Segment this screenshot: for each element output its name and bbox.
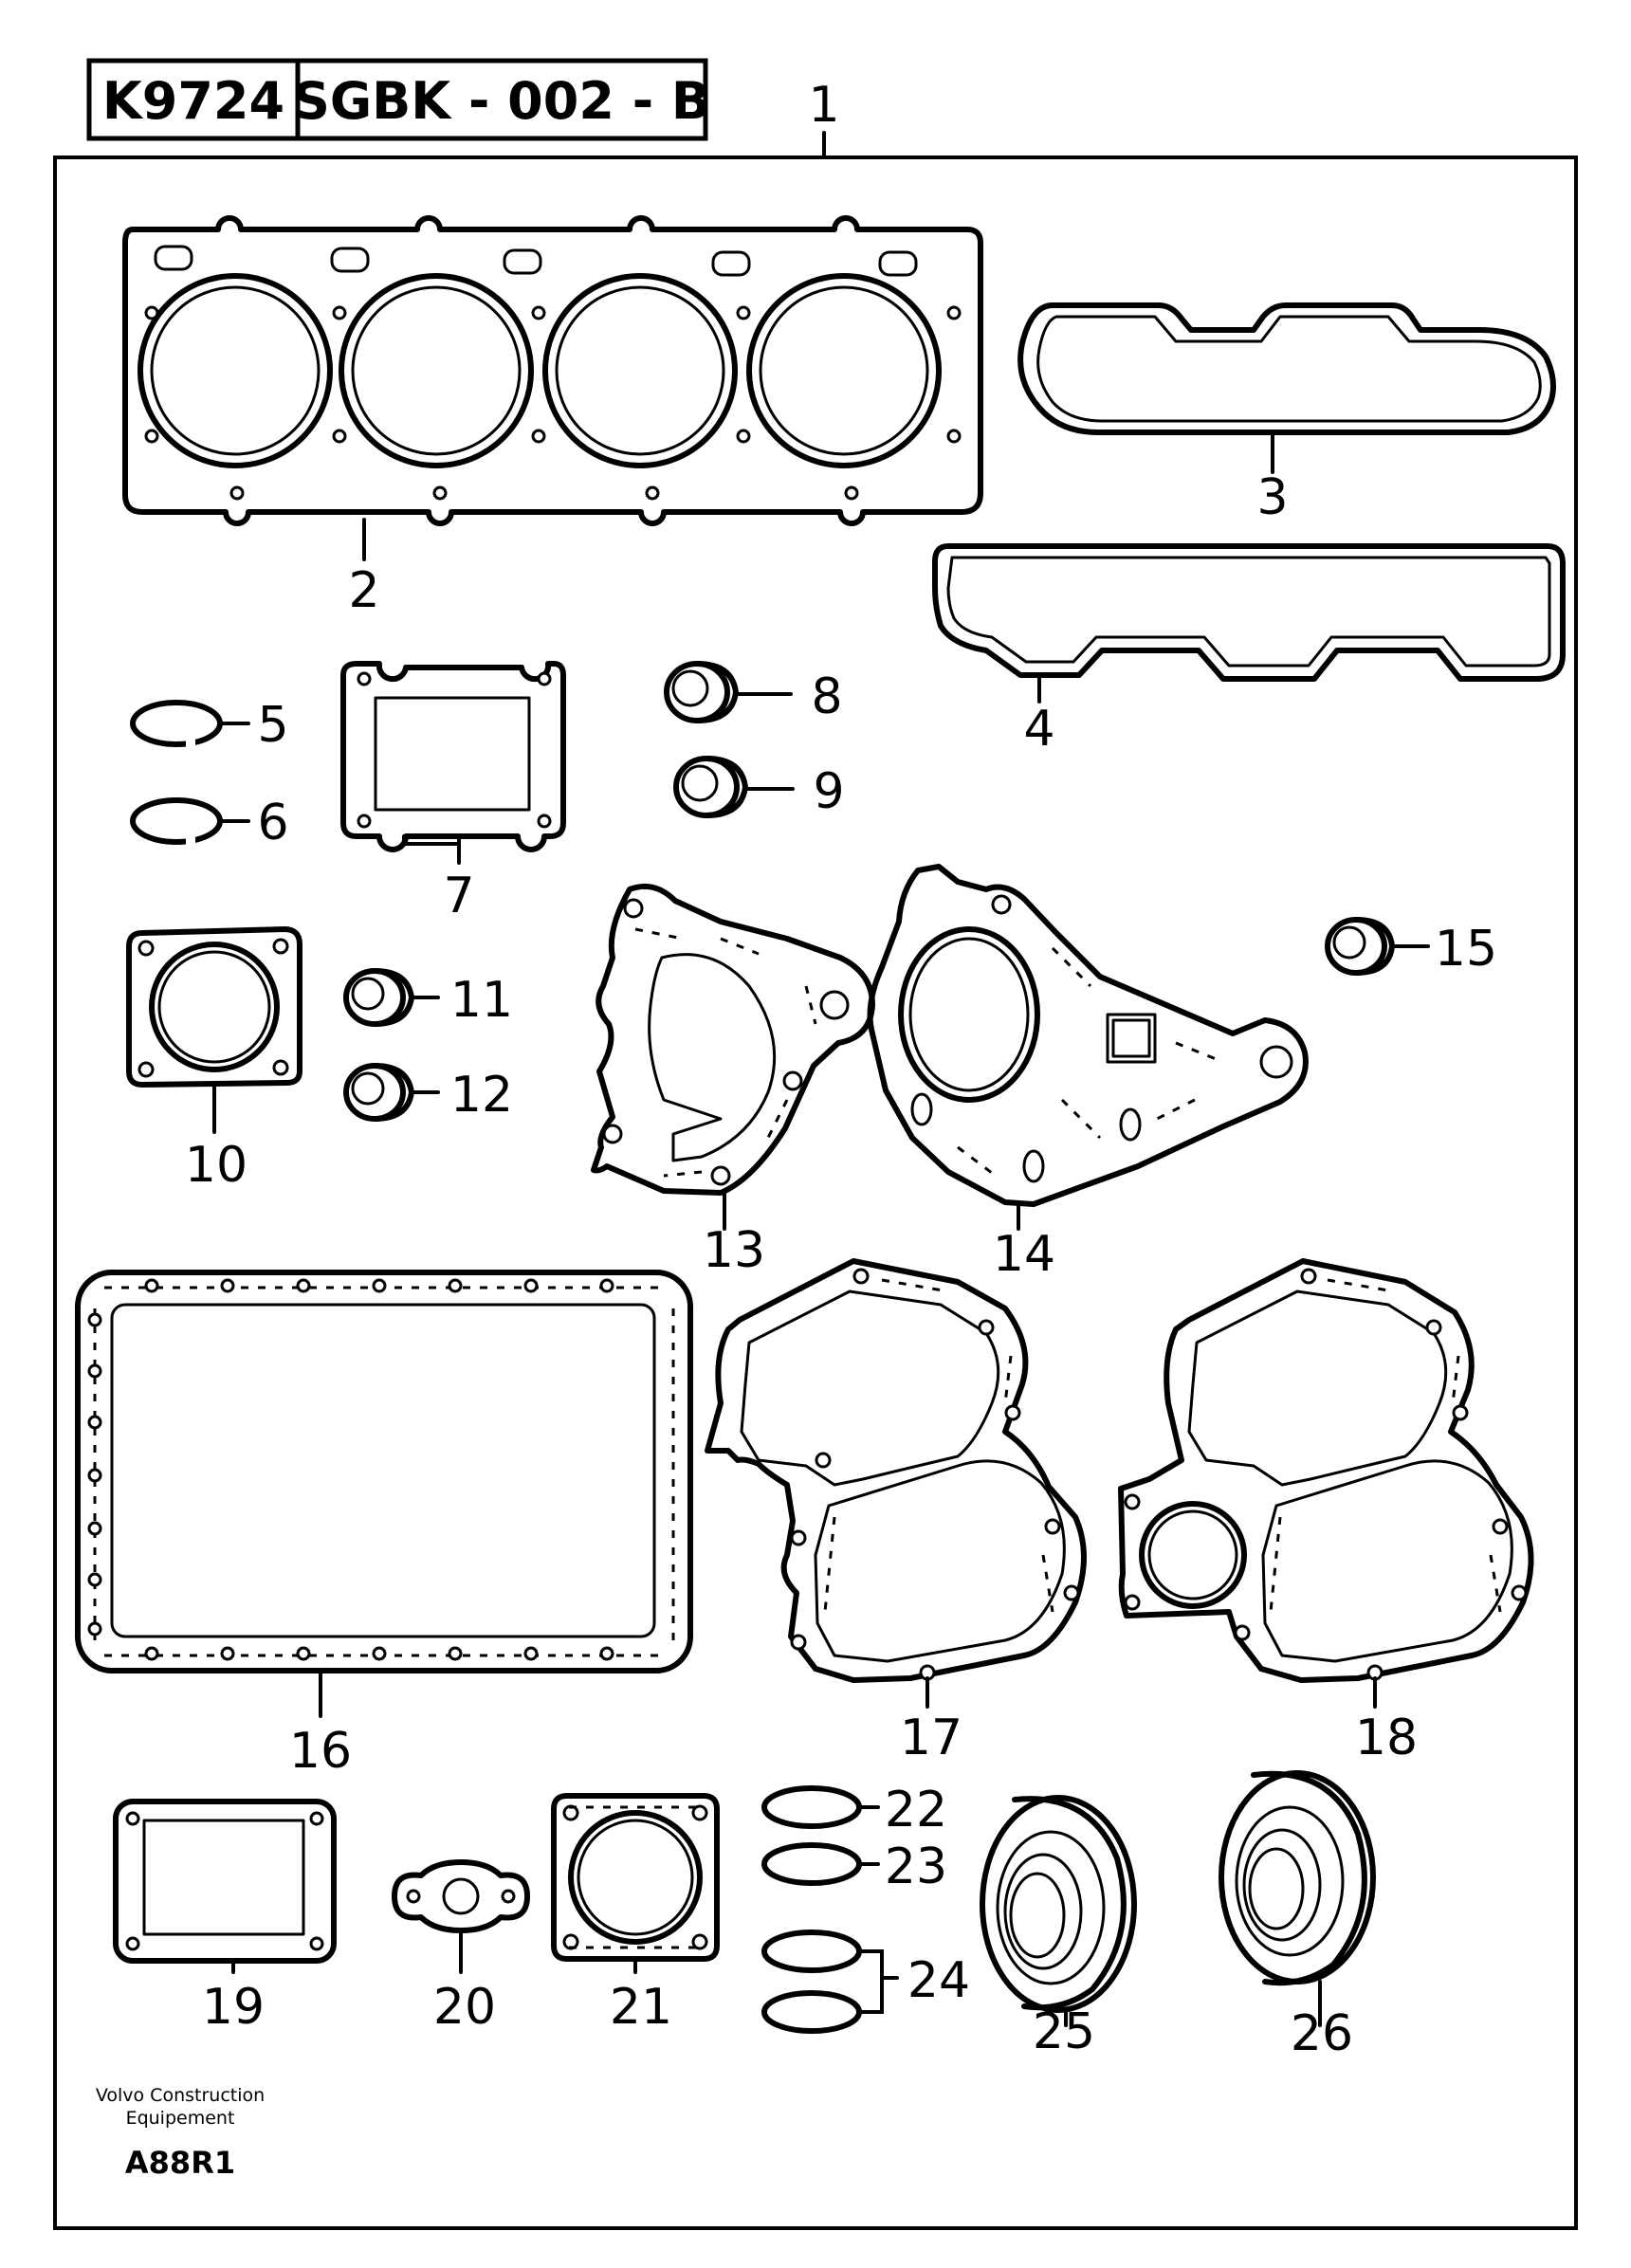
label-4: 4 (1023, 701, 1054, 758)
timing-cover-gasket-18 (1118, 1258, 1534, 1683)
drawing-ref: A88R1 (125, 2145, 235, 2181)
valve-cover-gasket-upper (1017, 302, 1556, 435)
gasket-14 (867, 864, 1309, 1207)
seal-12 (343, 1063, 414, 1122)
label-12: 12 (450, 1067, 513, 1124)
label-23: 23 (885, 1838, 947, 1895)
company-line-2: Equipement (126, 2108, 235, 2129)
label-6: 6 (257, 795, 288, 851)
seal-9 (673, 756, 748, 818)
seal-8 (664, 661, 739, 723)
label-21: 21 (610, 1979, 672, 2036)
valve-cover-gasket-lower (932, 543, 1566, 682)
seal-11 (343, 968, 414, 1027)
label-22: 22 (885, 1782, 947, 1838)
gasket-10 (126, 926, 302, 1088)
label-10: 10 (185, 1137, 247, 1194)
o-ring-22 (761, 1785, 862, 1829)
leader-7-bracket (402, 834, 461, 846)
leader-24 (857, 1949, 899, 2014)
label-5: 5 (257, 697, 288, 754)
seal-15 (1325, 917, 1395, 976)
timing-cover-gasket-17 (705, 1258, 1087, 1683)
flange-gasket-7 (340, 661, 566, 852)
label-1: 1 (808, 77, 839, 134)
label-13: 13 (703, 1222, 765, 1279)
header: K9724 SGBK - 002 - B (86, 58, 710, 141)
label-9: 9 (813, 763, 844, 820)
gasket-20 (392, 1859, 530, 1933)
label-25: 25 (1033, 2003, 1095, 2060)
label-11: 11 (450, 972, 513, 1029)
company-line-1: Volvo Construction (96, 2085, 265, 2106)
ring-6 (130, 797, 223, 845)
label-14: 14 (993, 1226, 1055, 1283)
header-ref-box (295, 58, 708, 141)
crankshaft-seal-26 (1219, 1770, 1376, 1986)
label-2: 2 (348, 562, 379, 619)
label-8: 8 (811, 668, 842, 725)
label-19: 19 (202, 1979, 265, 2036)
label-3: 3 (1256, 469, 1288, 526)
kit-frame (53, 155, 1578, 2230)
header-ref: SGBK - 002 - B (293, 71, 710, 131)
gasket-21 (551, 1793, 720, 1962)
o-ring-24b (761, 1990, 862, 2034)
label-15: 15 (1435, 921, 1497, 978)
header-code: K9724 (102, 71, 284, 131)
o-ring-23 (761, 1842, 862, 1886)
label-18: 18 (1355, 1710, 1418, 1766)
label-26: 26 (1291, 2005, 1353, 2062)
o-ring-24a (761, 1930, 862, 1973)
crankshaft-seal-25 (980, 1795, 1137, 2013)
label-7: 7 (443, 868, 474, 924)
cylinder-head-gasket (122, 215, 983, 526)
ring-5 (130, 700, 223, 747)
oil-pan-gasket (75, 1270, 693, 1674)
gasket-19 (113, 1799, 337, 1964)
label-17: 17 (900, 1710, 962, 1766)
label-20: 20 (433, 1979, 496, 2036)
label-24: 24 (907, 1952, 970, 2009)
header-code-box (86, 58, 301, 141)
gasket-13 (591, 884, 875, 1196)
label-16: 16 (289, 1723, 352, 1780)
